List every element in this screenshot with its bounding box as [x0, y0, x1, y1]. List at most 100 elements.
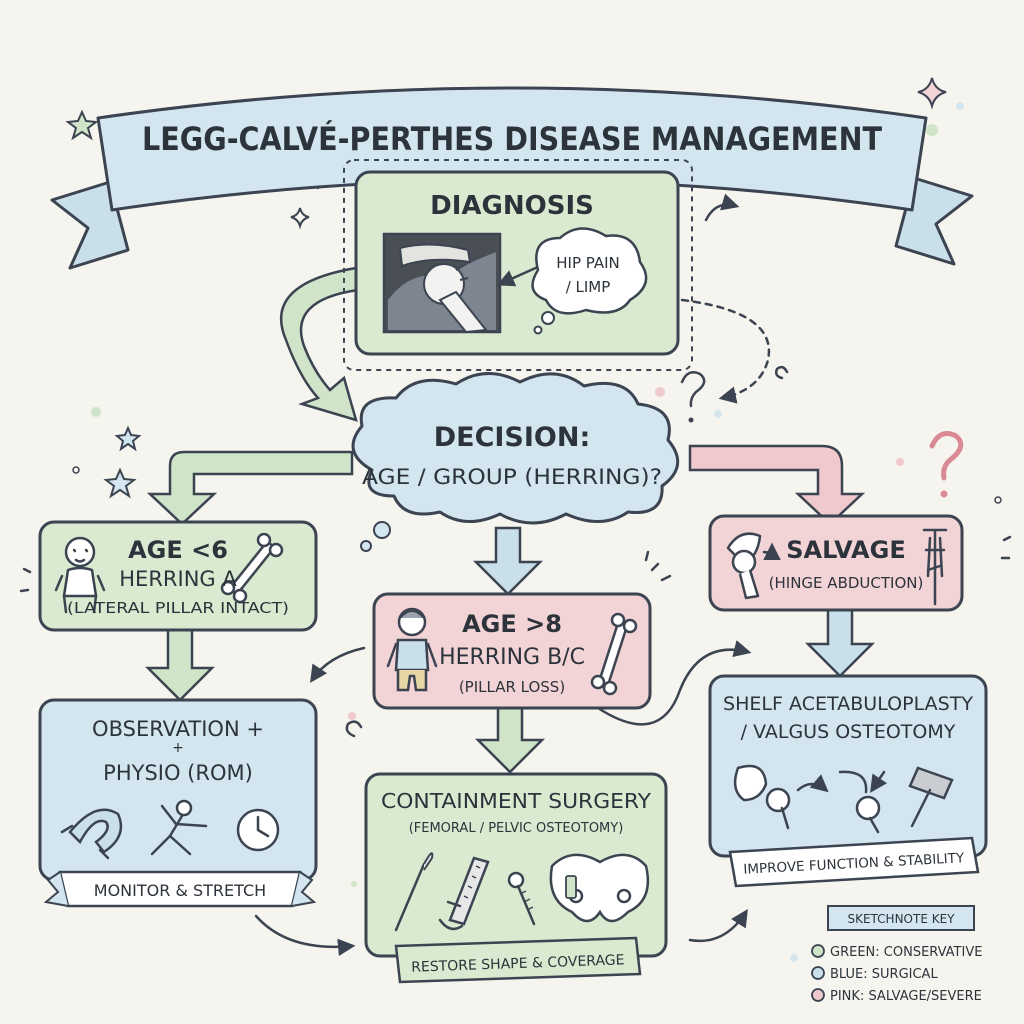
thought-bubble-icon [531, 227, 648, 335]
sparkle-icon [917, 77, 947, 110]
key-meaning: SALVAGE/SEVERE [868, 989, 981, 1004]
connectors [144, 193, 876, 957]
containment-node: CONTAINMENT SURGERY (FEMORAL / PELVIC OS… [364, 772, 668, 984]
arrow-decision-to-young [146, 450, 354, 526]
older-box [372, 592, 652, 710]
decision-node: DECISION: AGE / GROUP (HERRING)? [351, 372, 679, 552]
arrow-older-to-containment [474, 706, 546, 774]
containment-banner-text: RESTORE SHAPE & COVERAGE [411, 952, 625, 975]
salvage-node: SALVAGE (HINGE ABDUCTION) [708, 514, 964, 612]
older-line2: HERRING B/C [439, 645, 585, 670]
acetabulum-before-icon [733, 764, 791, 830]
pelvis-plate-icon [549, 853, 650, 923]
dot [348, 712, 356, 720]
containment-line1: CONTAINMENT SURGERY [381, 789, 652, 813]
hip-joint-icon [726, 532, 781, 600]
observation-banner-text: MONITOR & STRETCH [94, 881, 266, 900]
key-swatch [811, 988, 825, 1002]
bone-icon [590, 612, 638, 696]
dot [655, 387, 665, 397]
decorative-doodles [19, 77, 1012, 962]
diagnosis-title: DIAGNOSIS [430, 191, 594, 221]
older-line1: AGE >8 [462, 610, 562, 638]
key-item: GREEN: CONSERVATIVE [811, 944, 982, 960]
key-color-name: GREEN: [830, 945, 884, 960]
young-line3: (LATERAL PILLAR INTACT) [67, 599, 289, 617]
shelf-node: SHELF ACETABULOPLASTY / VALGUS OSTEOTOMY… [708, 674, 988, 888]
shelf-line2: / VALGUS OSTEOTOMY [741, 721, 956, 743]
diagnosis-bubble-line1: HIP PAIN [556, 254, 620, 272]
containment-banner [394, 936, 642, 984]
cloud-bubble [360, 540, 372, 552]
hip-xray-icon [382, 232, 502, 334]
arrow-older-to-shelf [596, 640, 752, 726]
arrow-observation-to-containment [254, 914, 356, 957]
arrow-doodle [704, 193, 740, 222]
clock-icon [236, 808, 280, 852]
key-item: PINK: SALVAGE/SEVERE [811, 988, 982, 1004]
arrow-containment-to-key [688, 909, 748, 943]
acetabulum-after-icon [838, 770, 888, 834]
key-title-box [827, 905, 975, 931]
key-meaning: CONSERVATIVE [884, 945, 983, 960]
hammer-icon [908, 766, 954, 828]
stretching-figure-icon [150, 799, 208, 856]
pointer-arrow-icon [496, 264, 542, 287]
key-label: BLUE: SURGICAL [830, 967, 938, 982]
arrow-decision-to-salvage [688, 444, 866, 526]
key-label: GREEN: CONSERVATIVE [830, 945, 982, 960]
dot [994, 496, 1002, 504]
arrow-salvage-to-shelf [804, 608, 876, 678]
observation-line2: + [172, 740, 184, 756]
key-item: BLUE: SURGICAL [811, 966, 938, 982]
ribbon-body [96, 86, 928, 212]
crutch-icon [922, 528, 948, 606]
key-items: GREEN: CONSERVATIVE BLUE: SURGICAL PINK: S… [811, 944, 982, 1004]
bone-icon [220, 532, 284, 604]
young-line2: HERRING A [119, 567, 237, 591]
decision-line2: AGE / GROUP (HERRING)? [362, 465, 662, 489]
page-title: LEGG-CALVÉ-PERTHES DISEASE MANAGEMENT [142, 120, 882, 158]
key-swatch [811, 966, 825, 980]
key-label: PINK: SALVAGE/SEVERE [830, 989, 982, 1004]
cloud-bubble [373, 521, 391, 539]
bone-saw-icon [438, 856, 490, 931]
arrow-decision-to-older [472, 526, 544, 596]
process-arrow-icon [796, 774, 829, 793]
diagnosis-dashed-frame [343, 159, 693, 371]
sketchnote-key: SKETCHNOTE KEY GREEN: CONSERVATIVEBLUE: … [811, 905, 982, 1004]
diagnosis-node: DIAGNOSIS HIP PAIN / LIMP [343, 159, 693, 371]
dot [72, 466, 80, 474]
question-mark-icon [929, 431, 964, 481]
young-node: AGE <6 HERRING A (LATERAL PILLAR INTACT) [38, 520, 318, 632]
dot [351, 881, 357, 887]
dot [956, 102, 964, 110]
ribbon-tail-left [50, 180, 130, 270]
question-mark-icon [680, 371, 706, 408]
swirl-icon [774, 365, 789, 380]
salvage-box [708, 514, 964, 612]
salvage-line1: SALVAGE [786, 536, 905, 564]
young-box [38, 520, 318, 632]
key-meaning: SURGICAL [872, 967, 939, 982]
salvage-line2: (HINGE ABDUCTION) [769, 574, 924, 592]
older-node: AGE >8 HERRING B/C (PILLAR LOSS) [372, 592, 652, 710]
arrow-diagnosis-to-decision [280, 266, 360, 422]
shelf-banner [728, 836, 980, 888]
arrow-young-to-observation [144, 628, 216, 702]
child-icon [386, 607, 438, 692]
arrow-older-to-observation [310, 646, 366, 683]
observation-line3: PHYSIO (ROM) [103, 761, 253, 785]
containment-line2: (FEMORAL / PELVIC OSTEOTOMY) [409, 821, 624, 836]
older-line3: (PILLAR LOSS) [459, 678, 565, 696]
baby-icon [54, 536, 106, 614]
key-swatch [811, 944, 825, 958]
star-icon [114, 425, 142, 452]
resistance-band-icon [60, 808, 123, 860]
star-icon [65, 109, 99, 141]
question-dot [940, 490, 948, 498]
question-dot [688, 417, 694, 423]
dash-marks [19, 535, 1012, 593]
sparkle-icon [290, 207, 310, 230]
